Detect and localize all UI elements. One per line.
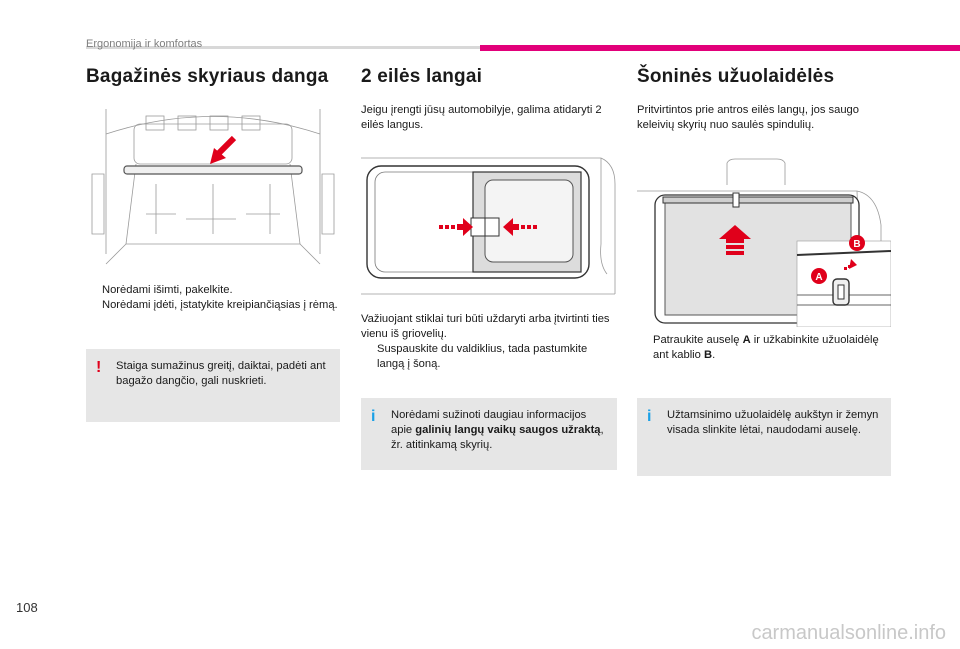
watermark: carmanualsonline.info bbox=[751, 622, 946, 644]
info-icon: i bbox=[371, 408, 376, 425]
bullet-insert: Norėdami įdėti, įstatykite kreipiančiąsi… bbox=[86, 298, 340, 313]
bullet-mark bbox=[86, 283, 102, 298]
heading-luggage-cover: Bagažinės skyriaus danga bbox=[86, 66, 329, 87]
child-lock-link-text: galinių langų vaikų saugos užraktą bbox=[415, 424, 601, 436]
header-rule-accent bbox=[480, 45, 960, 51]
header-rule-gray bbox=[86, 46, 480, 49]
sliding-window-illustration bbox=[361, 157, 616, 295]
side-blind-illustration: B A bbox=[637, 158, 891, 327]
info-note-blind: i Užtamsinimo užuolaidėlę aukštyn ir žem… bbox=[637, 398, 891, 476]
column-second-row-windows: 2 eilės langai Jeigu įrengti jūsų automo… bbox=[361, 66, 617, 133]
section-label: Ergonomija ir komfortas bbox=[86, 38, 203, 50]
intro-text: Jeigu įrengti jūsų automobilyje, galima … bbox=[361, 104, 602, 131]
heading-side-blinds: Šoninės užuolaidėlės bbox=[637, 66, 835, 87]
intro-text: Pritvirtintos prie antros eilės langų, j… bbox=[637, 104, 859, 131]
callout-b-label: B bbox=[853, 239, 860, 250]
column-luggage-cover: Bagažinės skyriaus danga bbox=[86, 66, 340, 88]
bullet-mark bbox=[637, 333, 653, 363]
bullet-mark bbox=[361, 342, 377, 372]
bullet-hook-blind: Patraukite auselę A ir užkabinkite užuol… bbox=[637, 333, 891, 363]
info-note-child-lock: i Norėdami sužinoti daugiau informacijos… bbox=[361, 398, 617, 470]
column-side-blinds: Šoninės užuolaidėlės Pritvirtintos prie … bbox=[637, 66, 891, 133]
bullet-mark bbox=[86, 298, 102, 313]
info-icon: i bbox=[647, 408, 652, 425]
warning-note: ! Staiga sumažinus greitį, daiktai, padė… bbox=[86, 349, 340, 422]
heading-second-row-windows: 2 eilės langai bbox=[361, 66, 483, 87]
warning-icon: ! bbox=[96, 359, 102, 376]
page-number: 108 bbox=[16, 600, 38, 615]
callout-a-label: A bbox=[815, 272, 822, 283]
closing-note-text: Važiuojant stiklai turi būti uždaryti ar… bbox=[361, 313, 610, 340]
bullet-slide-window: Suspauskite du valdiklius, tada pastumki… bbox=[361, 342, 617, 372]
luggage-cover-illustration bbox=[86, 104, 340, 274]
bullet-remove: Norėdami išimti, pakelkite. bbox=[86, 283, 340, 298]
